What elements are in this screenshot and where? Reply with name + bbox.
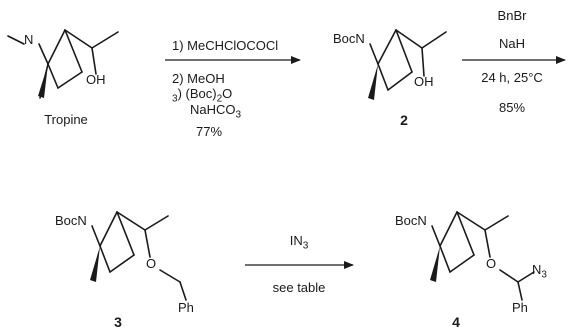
compound-3-bocn-label: BocN	[55, 213, 87, 228]
step2-reagent-bnbr: BnBr	[497, 8, 527, 23]
compound-2-number: 2	[400, 112, 408, 128]
step1-condition-2: 2) MeOH	[172, 71, 225, 86]
step1-condition-3: 3) (Boc)2O	[172, 86, 233, 105]
compound-3-o-label: O	[146, 256, 157, 271]
step2-yield: 85%	[498, 100, 526, 115]
compound-3-ph-label: Ph	[178, 300, 194, 315]
step2-reagent-nah: NaH	[498, 36, 526, 51]
compound-4-bocn-label: BocN	[395, 213, 427, 228]
compound-4-structure	[431, 211, 535, 301]
tropine-n-label: N	[24, 32, 34, 47]
tropine-oh-label: OH	[86, 72, 106, 87]
compound-4-number: 4	[452, 314, 460, 330]
compound-3-number: 3	[114, 314, 122, 330]
compound-4-o-label: O	[486, 256, 497, 271]
step3-conditions: see table	[272, 280, 326, 295]
tropine-name: Tropine	[44, 112, 88, 127]
step2-conditions: 24 h, 25°C	[481, 70, 543, 85]
compound-4-ph-label: Ph	[512, 300, 528, 315]
step3-reagent: IN3	[289, 233, 309, 252]
compound-4-n3-label: N3	[532, 262, 547, 281]
step1-yield: 77%	[196, 124, 223, 139]
compound-2-oh-label: OH	[414, 74, 434, 89]
step1-condition-4: NaHCO3	[190, 102, 242, 121]
step1-condition-1: 1) MeCHClOCOCl	[172, 38, 279, 53]
compound-3-structure	[91, 211, 187, 301]
compound-2-structure	[369, 29, 447, 91]
compound-2-bocn-label: BocN	[333, 31, 365, 46]
